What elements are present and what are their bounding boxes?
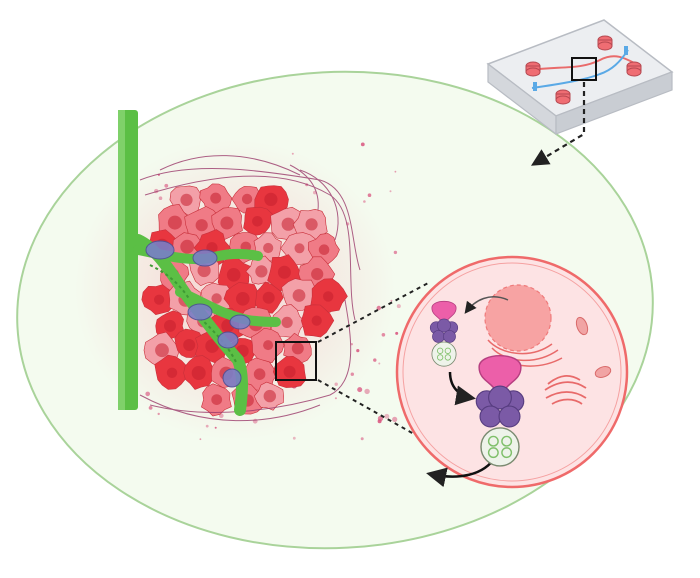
tumor-cell	[245, 255, 276, 285]
tumor-cell	[154, 354, 189, 390]
particle	[395, 331, 399, 335]
ecm-fibers	[139, 155, 361, 422]
export-arrow-middle	[448, 371, 476, 406]
golgi-apparatus	[544, 375, 587, 405]
pericyte-cells	[145, 240, 251, 388]
particle	[364, 388, 370, 395]
tumor-cell	[199, 183, 233, 214]
tumor-cell	[201, 383, 232, 417]
particle	[381, 333, 386, 337]
particle	[199, 438, 202, 441]
particle	[334, 397, 337, 400]
particle	[214, 426, 217, 429]
tumor-cell	[283, 332, 312, 364]
nucleus	[484, 284, 552, 352]
tumor-cell	[141, 284, 178, 316]
particle	[356, 349, 360, 353]
tumor-cell	[244, 357, 278, 392]
particle	[145, 391, 150, 397]
tumor-cell	[217, 256, 252, 292]
particle	[292, 436, 296, 440]
particle	[378, 362, 381, 365]
chip-zoom-box	[571, 57, 597, 81]
tumor-zoom-box	[275, 341, 317, 381]
particle	[389, 190, 392, 193]
particle	[384, 413, 390, 419]
particle	[377, 415, 384, 422]
zoom-line-top	[317, 281, 431, 343]
particle	[392, 416, 398, 422]
particle	[157, 412, 160, 416]
particle	[394, 170, 397, 173]
particle	[164, 183, 169, 188]
tumor-cell	[183, 355, 216, 390]
particle	[376, 305, 381, 311]
particle	[367, 193, 372, 197]
chip-zoom-dashed-arrow	[530, 82, 586, 166]
tumor-cell	[281, 278, 316, 312]
export-arrow-top	[464, 296, 509, 314]
tumor-cell	[300, 304, 335, 338]
protein-complex-icon	[429, 300, 525, 467]
mitochondria	[575, 316, 612, 378]
particle	[291, 152, 294, 155]
particle	[396, 304, 401, 309]
particle	[390, 299, 393, 302]
tumor-cell	[254, 281, 284, 314]
microfluidic-chip-icon	[486, 19, 674, 136]
particle	[373, 358, 377, 362]
particle	[357, 387, 363, 393]
particle	[360, 142, 365, 147]
particle	[350, 343, 353, 346]
particle	[334, 382, 338, 386]
particle	[205, 424, 209, 428]
particle	[393, 250, 398, 255]
tumor-cell	[253, 381, 285, 411]
particle	[148, 406, 153, 410]
particle	[158, 196, 163, 200]
particle	[363, 200, 366, 203]
particle	[360, 437, 364, 441]
particle	[350, 372, 354, 376]
tumor-cell	[243, 206, 273, 236]
